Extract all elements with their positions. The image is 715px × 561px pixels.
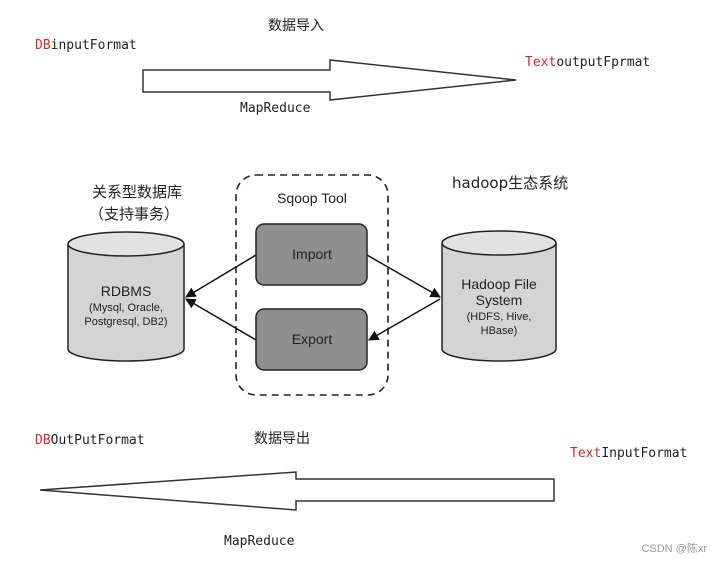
hadoop-cylinder <box>441 230 557 362</box>
import-box <box>255 223 368 286</box>
import-title: 数据导入 <box>268 18 324 34</box>
export-engine-label: MapReduce <box>224 534 295 549</box>
import-target-format-suffix: outputFprmat <box>556 55 651 70</box>
export-source-format: DBOutPutFormat <box>35 433 145 448</box>
export-title: 数据导出 <box>254 431 310 447</box>
rdbms-detail-line2: Postgresql, DB2) <box>84 316 168 328</box>
import-target-format-prefix: Text <box>525 55 557 70</box>
export-source-format-suffix: OutPutFormat <box>50 433 145 448</box>
import-source-format: DBinputFormat <box>35 38 137 53</box>
rdbms-detail-line1: (Mysql, Oracle, <box>89 302 163 314</box>
hadoop-caption: hadoop生态系统 <box>452 174 569 192</box>
import-box-label: Import <box>292 246 332 262</box>
hadoop-title-line1: Hadoop File <box>461 276 537 292</box>
import-arrow <box>142 59 517 101</box>
watermark: CSDN @陈xr <box>641 543 707 555</box>
rdbms-cylinder <box>67 231 185 362</box>
rdbms-to-import-connector <box>185 254 257 298</box>
export-box-label: Export <box>291 331 333 347</box>
import-source-format-prefix: DB <box>35 38 51 53</box>
export-source-format-prefix: DB <box>35 433 51 448</box>
rdbms-caption-line2: （支持事务） <box>88 205 180 223</box>
hadoop-detail-line2: HBase) <box>480 325 518 337</box>
export-arrow <box>39 471 555 511</box>
sqoop-title: Sqoop Tool <box>277 190 347 206</box>
import-target-format: TextoutputFprmat <box>525 55 650 70</box>
export-target-format: TextInputFormat <box>570 446 687 461</box>
hadoop-detail-line1: (HDFS, Hive, <box>466 311 532 323</box>
export-target-format-prefix: Text <box>570 446 602 461</box>
sqoop-container <box>235 174 389 396</box>
import-source-format-suffix: inputFormat <box>50 38 137 53</box>
export-target-format-suffix: InputFormat <box>601 446 688 461</box>
hadoop-to-export-connector <box>368 298 441 341</box>
export-to-rdbms-connector <box>185 298 257 341</box>
import-engine-label: MapReduce <box>240 101 311 116</box>
import-to-hadoop-connector <box>366 254 441 298</box>
hadoop-title-line2: System <box>475 292 523 308</box>
rdbms-caption-line1: 关系型数据库 <box>91 183 183 201</box>
rdbms-title: RDBMS <box>100 283 152 299</box>
